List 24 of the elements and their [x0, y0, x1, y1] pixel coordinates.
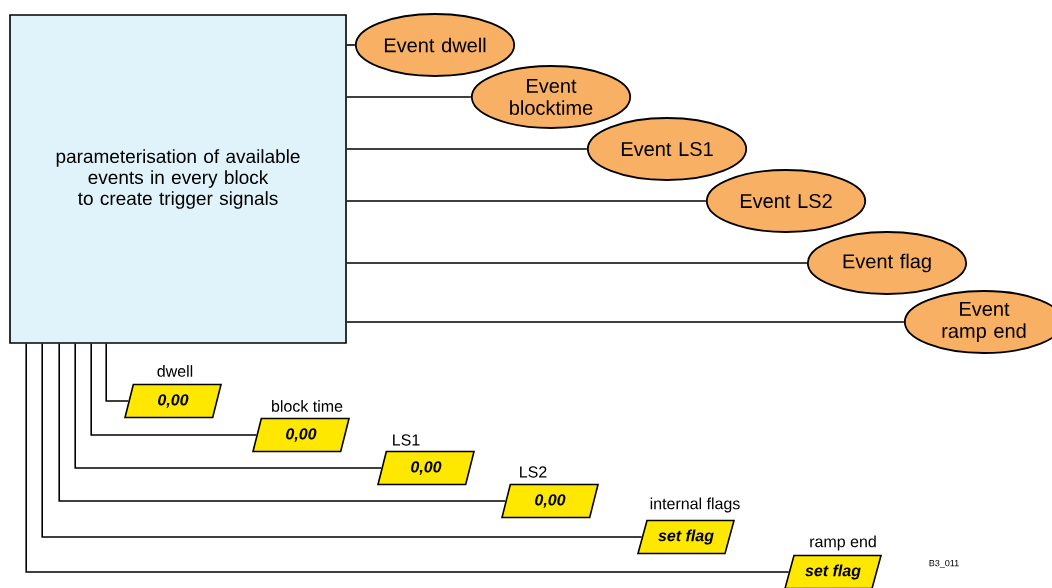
connector-line — [41, 343, 643, 538]
connector-line — [74, 343, 383, 469]
value-field: 0,00 — [124, 383, 223, 419]
field-label: block time — [272, 400, 343, 412]
connector-line — [346, 200, 707, 202]
field-label: LS1 — [393, 434, 420, 446]
value-field: 0,00 — [501, 483, 600, 519]
field-label: LS2 — [520, 466, 547, 478]
connector-line — [346, 44, 356, 46]
field-label: dwell — [157, 365, 193, 377]
value-field: 0,00 — [252, 417, 351, 453]
connector-line — [346, 96, 472, 98]
connector-line — [90, 343, 258, 436]
connector-line — [105, 343, 130, 402]
field-label: ramp end — [810, 535, 876, 551]
connector-line — [346, 321, 905, 323]
parameter-box: parameterisation of available events in every block to create trigger signals — [9, 14, 347, 344]
connector-line — [25, 343, 790, 573]
connector-line — [346, 262, 808, 264]
value-field: 0,00 — [377, 450, 476, 486]
figure-code: B3_011 — [929, 559, 959, 569]
field-label: internal flags — [650, 497, 740, 513]
connector-line — [58, 343, 507, 502]
connector-line — [346, 148, 588, 150]
